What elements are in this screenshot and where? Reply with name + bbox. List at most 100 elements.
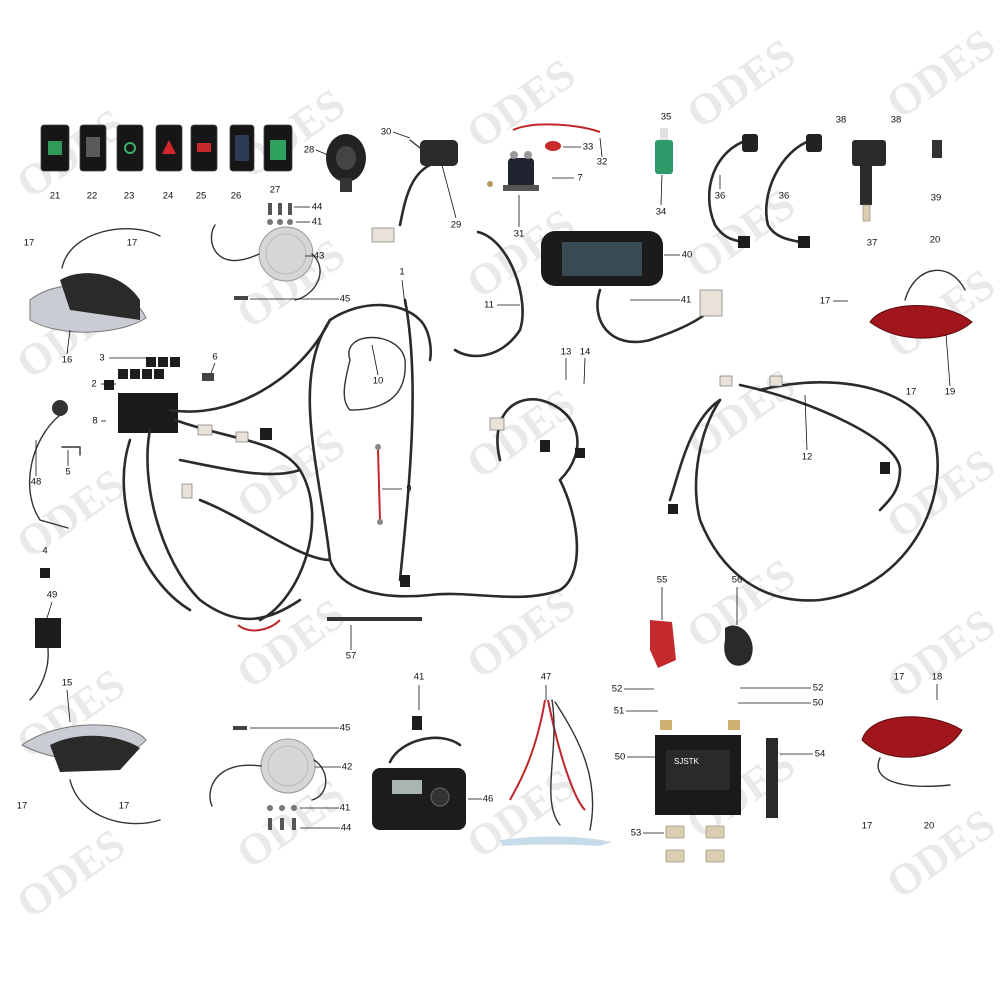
cable-10 xyxy=(343,336,406,411)
tail-light-upper xyxy=(869,269,973,339)
callout-number: 18 xyxy=(932,672,943,683)
sensor-cables xyxy=(707,134,822,248)
callout-number: 44 xyxy=(341,823,352,834)
watermark-text: ODES xyxy=(678,29,804,138)
callout-number: 12 xyxy=(802,452,813,463)
callout-number: 57 xyxy=(346,651,357,662)
callout-number: 5 xyxy=(65,467,70,478)
leader-line xyxy=(599,137,603,158)
cable-tie xyxy=(327,617,422,621)
callout-number: 25 xyxy=(196,191,207,202)
lcd-meter xyxy=(541,231,723,344)
tail-light-lower xyxy=(861,716,963,787)
callout-number: 7 xyxy=(577,173,582,184)
watermark-text: ODES xyxy=(8,819,134,928)
leader-line xyxy=(804,394,808,451)
callout-number: 17 xyxy=(17,801,28,812)
watermark-text: ODES xyxy=(458,49,584,158)
callout-number: 52 xyxy=(813,683,824,694)
callout-number: 8 xyxy=(92,416,97,427)
callout-number: 40 xyxy=(682,250,693,261)
callout-number: 48 xyxy=(31,477,42,488)
callout-number: 13 xyxy=(561,347,572,358)
callout-number: 17 xyxy=(127,238,138,249)
callout-number: 32 xyxy=(597,157,608,168)
clip-45-lower xyxy=(233,726,247,730)
callout-number: 41 xyxy=(414,672,425,683)
callout-number: 45 xyxy=(340,294,351,305)
callout-number: 19 xyxy=(945,387,956,398)
callout-number: 17 xyxy=(862,821,873,832)
battery-brand: SJSTK xyxy=(674,757,700,766)
speaker-upper xyxy=(210,224,321,301)
callout-number: 33 xyxy=(583,142,594,153)
watermark-text: ODES xyxy=(8,99,134,208)
callout-number: 36 xyxy=(715,191,726,202)
leader-line xyxy=(392,131,411,139)
leader-line xyxy=(315,149,329,156)
headlight-upper xyxy=(29,228,161,333)
callout-number: 44 xyxy=(312,202,323,213)
callout-number: 31 xyxy=(514,229,525,240)
callout-number: 10 xyxy=(373,376,384,387)
callout-number: 41 xyxy=(340,803,351,814)
callout-number: 29 xyxy=(451,220,462,231)
leader-line xyxy=(371,344,379,376)
leader-line xyxy=(583,357,586,385)
terminal-covers xyxy=(650,620,753,668)
callout-number: 20 xyxy=(930,235,941,246)
callout-number: 17 xyxy=(906,387,917,398)
callout-number: 27 xyxy=(270,185,281,196)
callout-number: 3 xyxy=(99,353,104,364)
relays xyxy=(104,357,180,433)
callout-number: 17 xyxy=(24,238,35,249)
callout-number: 4 xyxy=(42,546,47,557)
callout-number: 6 xyxy=(212,352,217,363)
audio-head-unit xyxy=(372,716,466,830)
callout-number: 2 xyxy=(91,379,96,390)
callout-number: 50 xyxy=(813,698,824,709)
callout-number: 43 xyxy=(314,251,325,262)
leader-line xyxy=(441,164,457,219)
callout-number: 35 xyxy=(661,112,672,123)
callout-number: 14 xyxy=(580,347,591,358)
battery: SJSTK xyxy=(655,720,741,815)
audio-harness xyxy=(500,699,612,846)
fuse-holder xyxy=(655,128,673,174)
leader-line xyxy=(46,601,53,619)
screws-44-lower xyxy=(267,805,297,830)
callout-number: 38 xyxy=(891,115,902,126)
main-harness xyxy=(122,298,585,632)
leader-line xyxy=(66,689,71,723)
battery-cable xyxy=(375,444,383,525)
rear-harness xyxy=(668,375,939,602)
callout-number: 36 xyxy=(779,191,790,202)
callout-number: 41 xyxy=(681,295,692,306)
callout-number: 41 xyxy=(312,217,323,228)
headlight-lower xyxy=(21,724,161,825)
leader-line xyxy=(660,174,663,206)
leader-line xyxy=(401,279,406,306)
callout-number: 51 xyxy=(614,706,625,717)
callout-number: 49 xyxy=(47,590,58,601)
callout-number: 9 xyxy=(406,484,411,495)
watermark-text: ODES xyxy=(878,19,1000,128)
callout-number: 16 xyxy=(62,355,73,366)
callout-number: 46 xyxy=(483,794,494,805)
callout-number: 54 xyxy=(815,749,826,760)
callout-number: 56 xyxy=(732,575,743,586)
callout-number: 20 xyxy=(924,821,935,832)
callout-number: 45 xyxy=(340,723,351,734)
misc-small-parts xyxy=(28,373,214,701)
callout-number: 30 xyxy=(381,127,392,138)
cdi-unit xyxy=(852,140,886,222)
callout-number: 38 xyxy=(836,115,847,126)
callout-number: 39 xyxy=(931,193,942,204)
solenoid xyxy=(487,123,601,191)
callout-number: 23 xyxy=(124,191,135,202)
callout-number: 37 xyxy=(867,238,878,249)
callout-number: 15 xyxy=(62,678,73,689)
battery-strap xyxy=(766,738,778,818)
callout-number: 17 xyxy=(820,296,831,307)
